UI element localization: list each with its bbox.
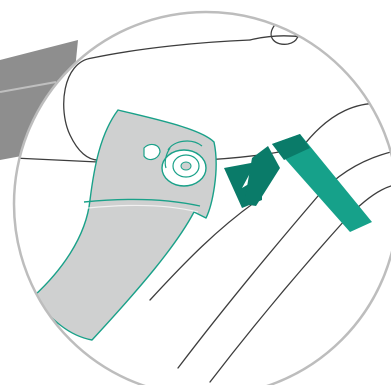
illustration-stage [0, 0, 391, 385]
assembly-illustration [0, 0, 391, 385]
